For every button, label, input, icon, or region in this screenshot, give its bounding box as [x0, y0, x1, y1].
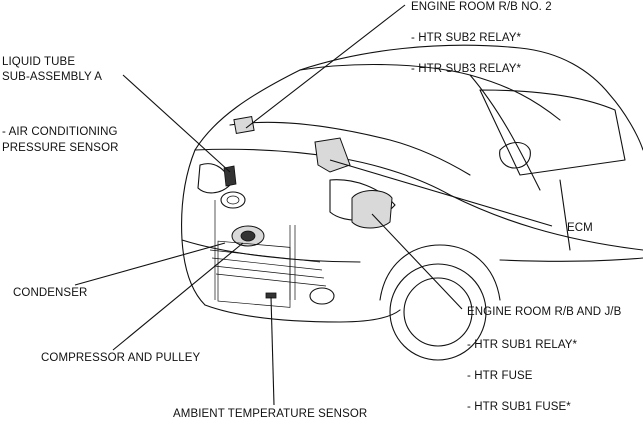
label-htr-sub1-fuse: - HTR SUB1 FUSE*	[467, 401, 571, 413]
leader-ecm	[329, 159, 553, 227]
label-ac-sensor-line2: PRESSURE SENSOR	[2, 142, 119, 154]
leader-ambient-sensor	[270, 296, 275, 406]
label-htr-fuse: - HTR FUSE	[467, 370, 533, 382]
label-engine-room-rb-jb: ENGINE ROOM R/B AND J/B	[467, 306, 622, 318]
label-htr-sub1-relay: - HTR SUB1 RELAY*	[467, 339, 578, 351]
label-engine-room-rb-no2: ENGINE ROOM R/B NO. 2	[411, 1, 552, 13]
label-compressor: COMPRESSOR AND PULLEY	[41, 352, 201, 364]
leader-engine-room-rb-jb	[371, 213, 463, 310]
engine-room-rb-jb-part	[351, 190, 393, 229]
label-htr-sub2-relay: - HTR SUB2 RELAY*	[411, 32, 522, 44]
label-htr-sub3-relay: - HTR SUB3 RELAY*	[411, 63, 522, 75]
label-liquid-tube-line1: LIQUID TUBE	[2, 56, 76, 68]
components	[217, 115, 393, 308]
engine-room-rb-no2-part	[233, 115, 255, 135]
label-liquid-tube-line2: SUB-ASSEMBLY A	[2, 71, 103, 83]
condenser-part	[217, 240, 291, 308]
leader-liquid-tube	[122, 74, 231, 173]
ecm-part	[314, 137, 351, 173]
leader-lines	[74, 4, 553, 406]
label-ecm: ECM	[567, 222, 593, 234]
leader-condenser	[74, 242, 226, 286]
leader-compressor	[112, 242, 244, 351]
label-ambient-sensor: AMBIENT TEMPERATURE SENSOR	[173, 408, 368, 420]
pressure-sensor-part	[223, 165, 237, 187]
car-body	[181, 44, 643, 361]
leader-engine-room-rb-no2	[245, 4, 406, 129]
label-ac-sensor-line1: - AIR CONDITIONING	[2, 126, 118, 138]
label-condenser: CONDENSER	[13, 287, 88, 299]
